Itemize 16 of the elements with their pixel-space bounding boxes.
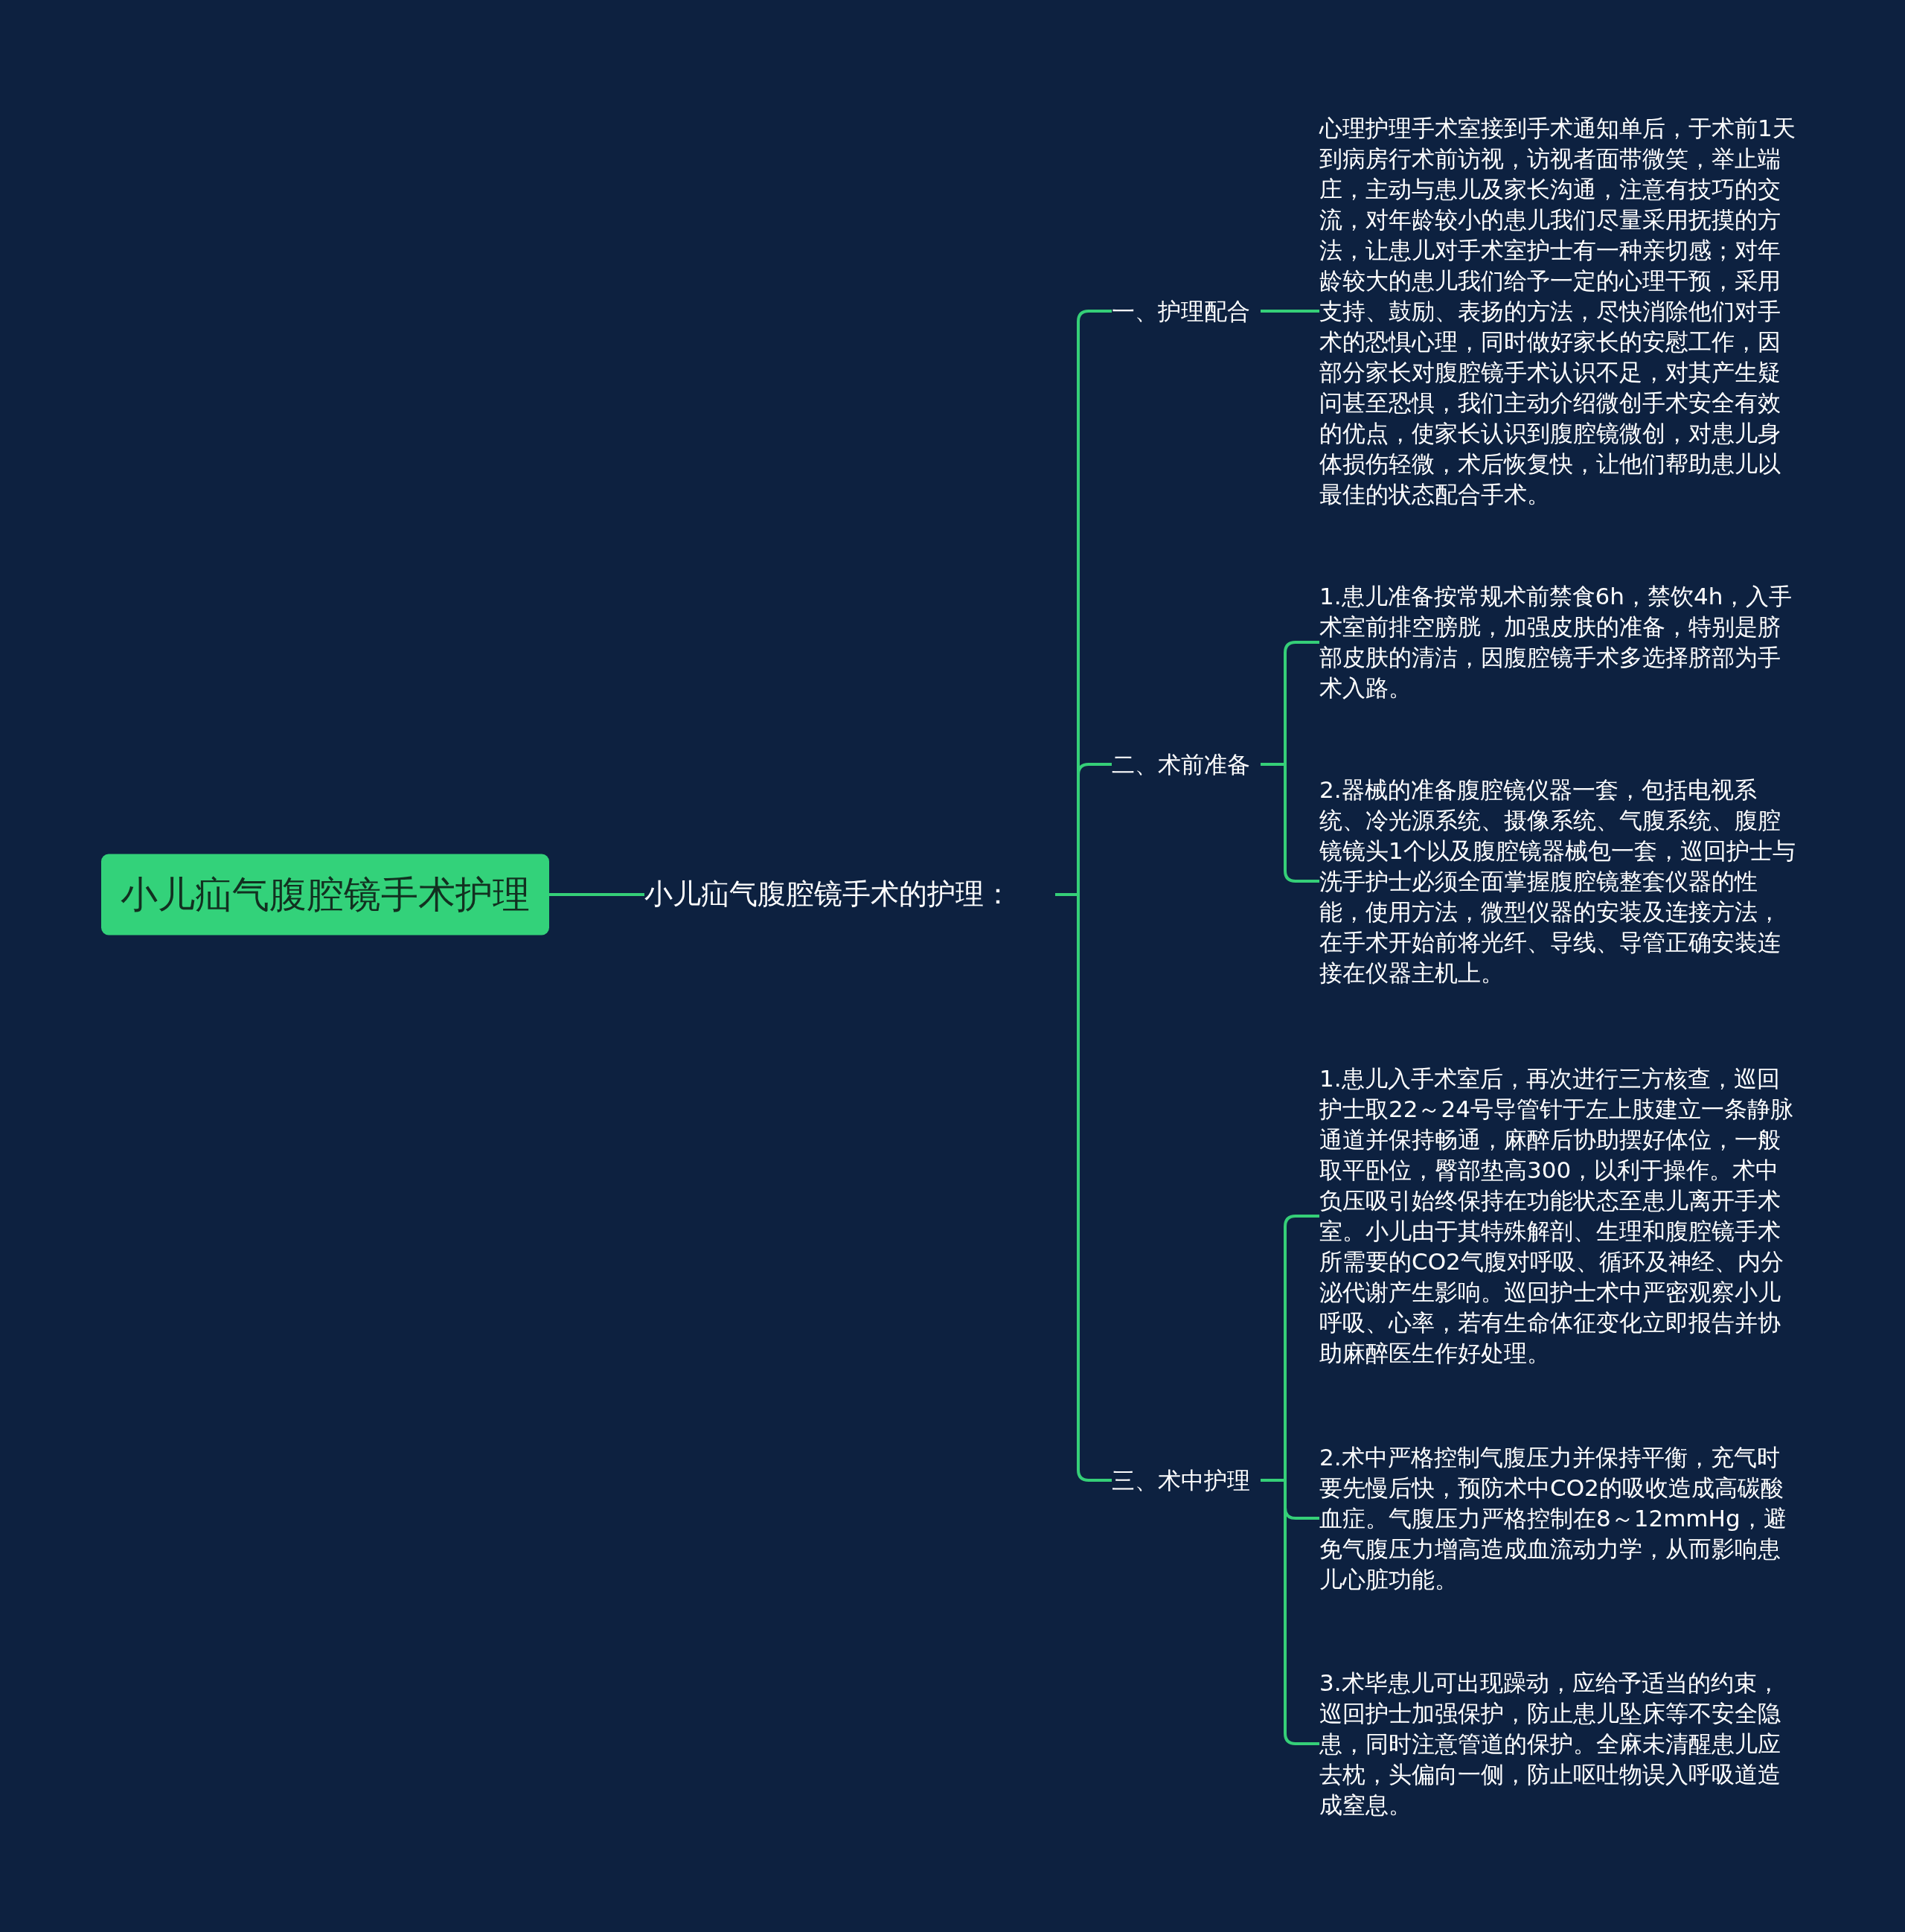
connector-line (1261, 1479, 1319, 1745)
branch-label: 一、护理配合 (1112, 292, 1261, 330)
detail-text: 1.患儿入手术室后，再次进行三方核查，巡回护士取22～24号导管针于左上肢建立一条静脉通道并保持畅通，麻醉后协助摆好体位，一般取平卧位，臀部垫高300，以利于操作。术中负压吸引始终保持在功能状态至患儿离开手术室。小儿由于其特殊解剖、生理和腹腔镜手术所需要的CO2气腹对呼吸、循环及神经、内分泌代谢产生影响。巡回护士术中严密观察小儿呼吸、心率，若有生命体征变化立即报告并协助麻醉医生作好处理。 (1319, 1063, 1796, 1369)
branch-label: 三、术中护理 (1112, 1462, 1261, 1499)
connector-line (1055, 893, 1112, 1482)
subtopic-label: 小儿疝气腹腔镜手术的护理： (644, 871, 1055, 918)
connector-line (549, 893, 644, 896)
detail-text: 2.术中严格控制气腹压力并保持平衡，充气时要先慢后快，预防术中CO2的吸收造成高碳酸血症。气腹压力严格控制在8～12mmHg，避免气腹压力增高造成血流动力学，从而影响患儿心脏功能。 (1319, 1442, 1796, 1595)
branch-label: 二、术前准备 (1112, 746, 1261, 783)
root-topic-box: 小儿疝气腹腔镜手术护理 (101, 854, 549, 935)
detail-text: 2.器械的准备腹腔镜仪器一套，包括电视系统、冷光源系统、摄像系统、气腹系统、腹腔镜镜头1个以及腹腔镜器械包一套，巡回护士与洗手护士必须全面掌握腹腔镜整套仪器的性能，使用方法，微型仪器的安装及连接方法，在手术开始前将光纤、导线、导管正确安装连接在仪器主机上。 (1319, 774, 1796, 988)
detail-text: 1.患儿准备按常规术前禁食6h，禁饮4h，入手术室前排空膀胱，加强皮肤的准备，特别是脐部皮肤的清洁，因腹腔镜手术多选择脐部为手术入路。 (1319, 581, 1796, 703)
connector-line (1261, 310, 1319, 313)
detail-text: 3.术毕患儿可出现躁动，应给予适当的约束，巡回护士加强保护，防止患儿坠床等不安全隐患，同时注意管道的保护。全麻未清醒患儿应去枕，头偏向一侧，防止呕吐物误入呼吸道造成窒息。 (1319, 1667, 1796, 1820)
connector-line (1261, 763, 1319, 883)
detail-text: 心理护理手术室接到手术通知单后，于术前1天到病房行术前访视，访视者面带微笑，举止端庄，主动与患儿及家长沟通，注意有技巧的交流，对年龄较小的患儿我们尽量采用抚摸的方法，让患儿对手术室护士有一种亲切感；对年龄较大的患儿我们给予一定的心理干预，采用支持、鼓励、表扬的方法，尽快消除他们对手术的恐惧心理，同时做好家长的安慰工作，因部分家长对腹腔镜手术认识不足，对其产生疑问甚至恐惧，我们主动介绍微创手术安全有效的优点，使家长认识到腹腔镜微创，对患儿身体损伤轻微，术后恢复快，让他们帮助患儿以最佳的状态配合手术。 (1319, 112, 1796, 510)
